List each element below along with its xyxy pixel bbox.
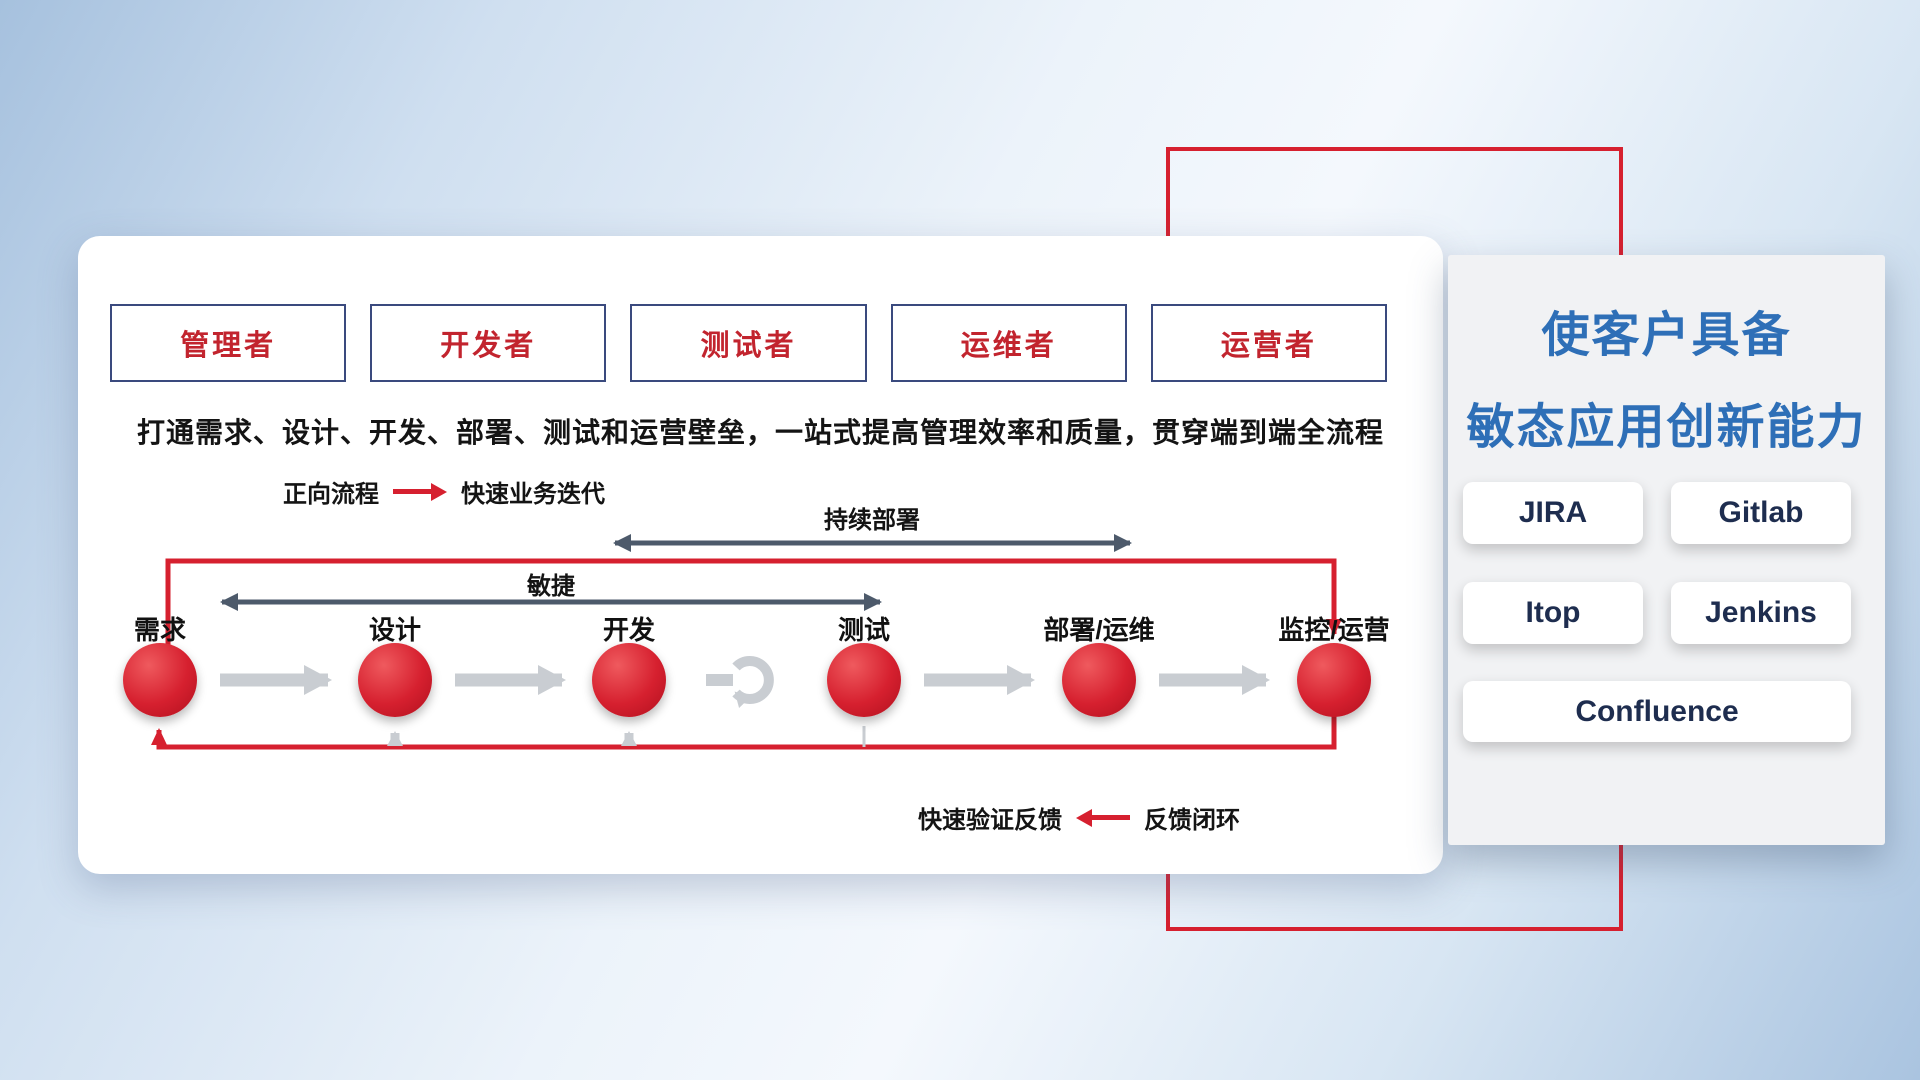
stage-label-design: 设计 (368, 615, 421, 645)
role-label-developer: 开发者 (440, 330, 537, 362)
stage-label-requirements: 需求 (133, 615, 186, 645)
role-label-operator: 运营者 (1220, 330, 1317, 362)
stage-label-development: 开发 (602, 615, 655, 645)
flow-arrows-layer (151, 534, 1342, 750)
tool-chip-itop: Itop (1463, 582, 1643, 644)
stage-node-deploy-ops (1062, 643, 1136, 717)
stage-node-requirements (123, 643, 197, 717)
iterate-loop-icon (732, 656, 774, 708)
role-label-tester: 测试者 (700, 330, 797, 362)
role-label-ops: 运维者 (960, 330, 1057, 362)
role-box-developer: 开发者 (370, 304, 607, 382)
feedback-loop-line (151, 704, 1337, 750)
legend-forward-label: 正向流程 (283, 481, 379, 508)
legend-forward: 正向流程 快速业务迭代 (283, 474, 605, 509)
stage-node-design (358, 643, 432, 717)
panel-title-line1: 使客户具备 (1541, 309, 1792, 362)
role-box-operator: 运营者 (1150, 304, 1388, 382)
feedback-arrow-icon (1076, 808, 1130, 827)
cd-arrow-label: 持续部署 (824, 507, 920, 534)
stage-node-testing (827, 643, 901, 717)
capability-panel: 使客户具备 敏态应用创新能力 JIRA Gitlab Itop Jenkins … (1448, 255, 1885, 845)
stage-node-monitor-operate (1297, 643, 1371, 717)
agile-arrow-label: 敏捷 (527, 573, 575, 600)
stage-label-monitor-operate: 监控/运营 (1278, 615, 1390, 645)
role-box-manager: 管理者 (110, 304, 347, 382)
stage-label-deploy-ops: 部署/运维 (1043, 615, 1155, 645)
legend-feedback: 快速验证反馈 反馈闭环 (918, 800, 1240, 835)
stage-label-testing: 测试 (837, 615, 890, 645)
main-card: 管理者 开发者 测试者 运维者 运营者 打通需求、设计、开发、部署、测试和运营壁… (78, 236, 1443, 874)
stage-node-development (592, 643, 666, 717)
roles-row: 管理者 开发者 测试者 运维者 运营者 (110, 304, 1388, 382)
legend-feedback-label: 快速验证反馈 (918, 807, 1062, 834)
description-text: 打通需求、设计、开发、部署、测试和运营壁垒，一站式提高管理效率和质量，贯穿端到端… (136, 417, 1384, 448)
tool-chip-confluence: Confluence (1463, 681, 1851, 742)
tool-chip-jira: JIRA (1463, 482, 1643, 544)
role-label-manager: 管理者 (180, 330, 277, 362)
forward-arrow-icon (393, 482, 447, 501)
legend-feedback-value: 反馈闭环 (1144, 807, 1240, 834)
tool-chip-jenkins: Jenkins (1671, 582, 1851, 644)
forward-loop-line (165, 558, 1342, 682)
panel-title-line2: 敏态应用创新能力 (1466, 401, 1867, 454)
role-box-tester: 测试者 (630, 304, 867, 382)
tool-chip-gitlab: Gitlab (1671, 482, 1851, 544)
role-box-ops: 运维者 (890, 304, 1127, 382)
legend-forward-value: 快速业务迭代 (461, 481, 605, 508)
